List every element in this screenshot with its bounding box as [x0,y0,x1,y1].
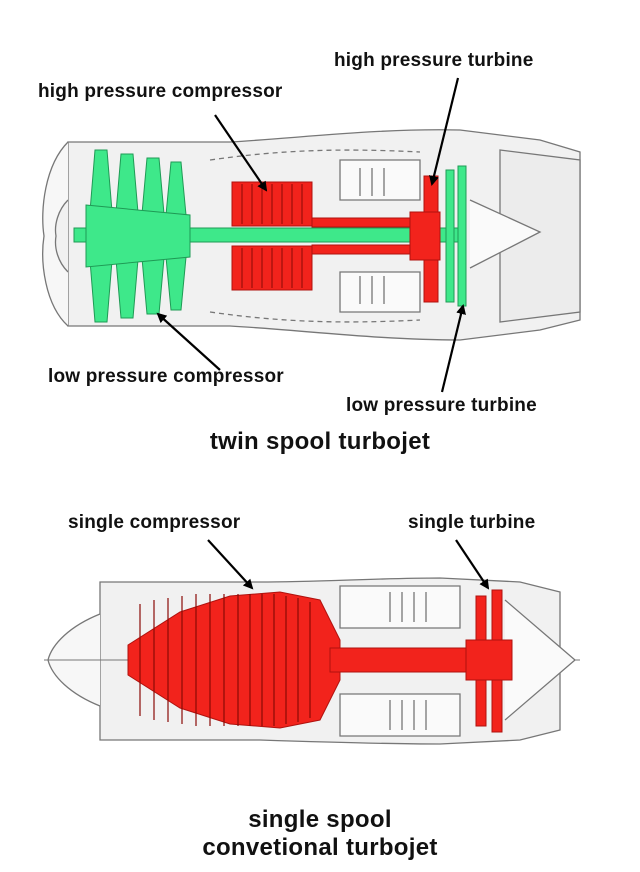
lp-turbine-disc-1 [445,169,455,303]
label-single-turbine: single turbine [408,512,536,533]
caption-single-spool-line1: single spool [248,806,392,833]
arrow-single-turbine [455,539,490,590]
arrow-hp-turbine [429,77,460,186]
label-high-pressure-compressor: high pressure compressor [38,81,283,102]
arrow-lp-turbine [440,304,466,393]
label-single-compressor: single compressor [68,512,241,533]
label-low-pressure-turbine: low pressure turbine [346,395,537,416]
lp-turbine-disc-2 [457,165,467,307]
hp-turbine-hub [409,211,441,261]
single-spool-engine [44,539,580,745]
twin-spool-callout-arrows [156,77,466,393]
lp-compressor-hub [85,204,191,268]
arrow-single-compressor [207,539,254,590]
low-pressure-spool [73,149,467,323]
single-spool-callout-arrows [207,539,490,590]
caption-twin-spool: twin spool turbojet [209,428,431,455]
arrow-lp-compressor [156,312,221,371]
single-turbine-hub [465,639,513,681]
arrow-hp-compressor [214,114,268,192]
single-compressor [127,591,341,729]
label-low-pressure-compressor: low pressure compressor [48,366,284,387]
single-spool-rotor [127,589,513,733]
label-high-pressure-turbine: high pressure turbine [334,50,534,71]
twin-spool-engine [42,77,581,393]
caption-single-spool-line2: convetional turbojet [202,834,438,861]
